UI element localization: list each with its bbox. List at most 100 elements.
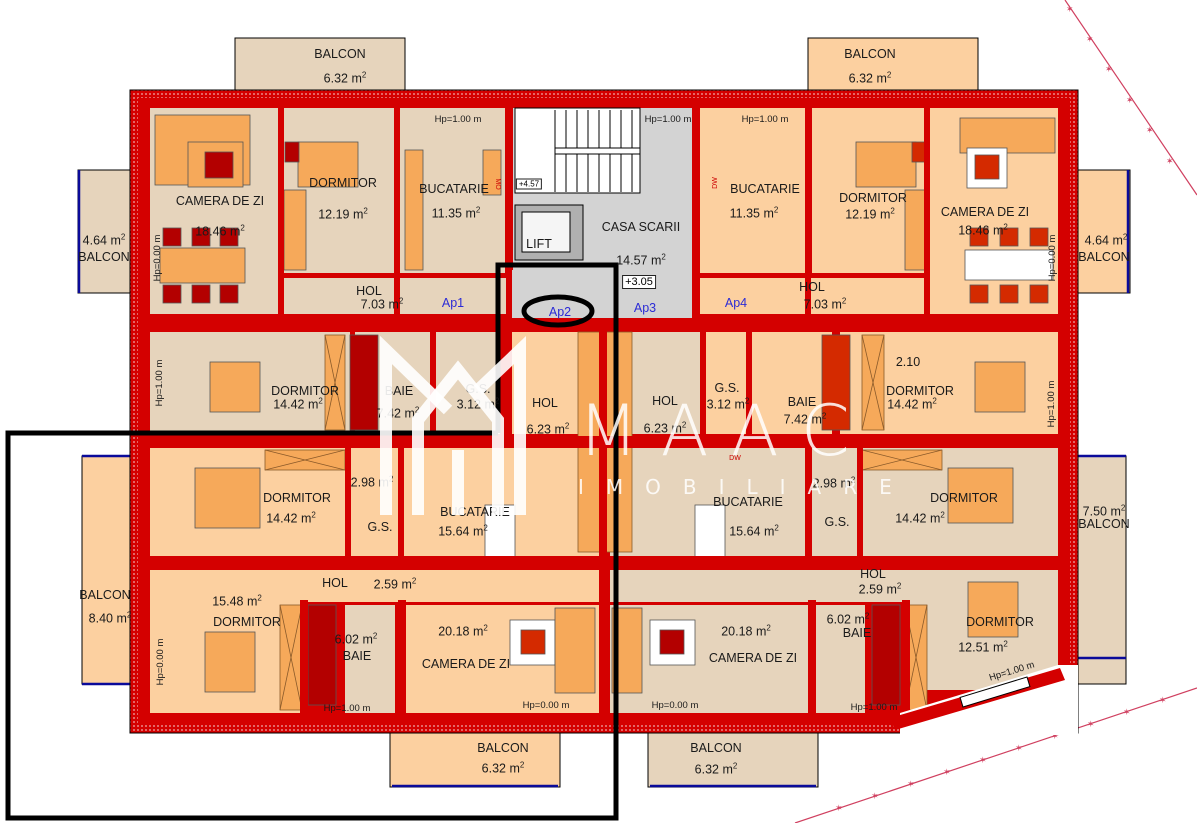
room-name: BUCATARIE xyxy=(730,182,800,196)
sill-height: Hp=0.00 m xyxy=(522,700,570,711)
room-name: BALCON xyxy=(79,588,131,602)
room-area: 14.42 m2 xyxy=(887,396,937,412)
room-area: 14.42 m2 xyxy=(895,510,945,526)
room-area: 2.98 m2 xyxy=(812,475,856,491)
svg-text:✶: ✶ xyxy=(1066,4,1074,14)
room-name: HOL xyxy=(799,280,825,294)
apartment-label-ap1[interactable]: Ap1 xyxy=(441,296,465,310)
sill-height: Hp=1.00 m xyxy=(434,114,482,125)
room-name: BAIE xyxy=(842,626,872,640)
dishwasher-tag: DW xyxy=(712,177,719,189)
room-area: 6.02 m2 xyxy=(826,611,870,627)
svg-text:✶: ✶ xyxy=(1159,695,1167,705)
room-name: G.S. xyxy=(824,515,850,529)
lift-label: LIFT xyxy=(526,237,552,251)
dimension-note: 2.10 xyxy=(895,355,921,369)
svg-text:✶: ✶ xyxy=(1087,719,1095,729)
room-name: BUCATARIE xyxy=(713,495,783,509)
sill-height: Hp=1.00 m xyxy=(850,702,898,713)
room-name: HOL xyxy=(860,567,886,581)
microwave-tag: MO xyxy=(494,178,501,190)
svg-text:✶: ✶ xyxy=(1105,64,1113,74)
room-area: 14.42 m2 xyxy=(266,510,316,526)
room-name: CAMERA DE ZI xyxy=(421,657,511,671)
room-name: HOL xyxy=(532,396,558,410)
room-name: DORMITOR xyxy=(271,384,339,398)
level-marker: +3.05 xyxy=(622,275,656,289)
sill-height: Hp=1.00 m xyxy=(644,114,692,125)
sill-height: Hp=1.00 m xyxy=(741,114,789,125)
room-area: 14.42 m2 xyxy=(273,396,323,412)
room-name: BALCON xyxy=(477,741,529,755)
room-area: 6.32 m2 xyxy=(481,760,525,776)
room-area: 12.19 m2 xyxy=(845,206,895,222)
room-area: 4.64 m2 xyxy=(82,232,126,248)
sill-height: Hp=0.00 m xyxy=(152,234,163,282)
sill-height: Hp=0.00 m xyxy=(155,638,166,686)
room-name: HOL xyxy=(356,284,382,298)
room-name: DORMITOR xyxy=(263,491,331,505)
room-area: 11.35 m2 xyxy=(729,205,779,221)
sill-height: Hp=1.00 m xyxy=(154,359,165,407)
svg-text:✶: ✶ xyxy=(1146,125,1154,135)
sill-height: Hp=1.00 m xyxy=(1046,380,1057,428)
sill-height: Hp=0.00 m xyxy=(651,700,699,711)
room-area: 6.23 m2 xyxy=(526,421,570,437)
room-area: 12.19 m2 xyxy=(318,206,368,222)
balconies xyxy=(77,37,1131,788)
room-name: BUCATARIE xyxy=(419,182,489,196)
room-area: 6.32 m2 xyxy=(848,70,892,86)
svg-text:✶: ✶ xyxy=(1166,156,1174,166)
room-area: 15.64 m2 xyxy=(438,523,488,539)
room-name: BALCON xyxy=(1078,250,1130,264)
room-name: DORMITOR xyxy=(966,615,1034,629)
room-area: 7.42 m2 xyxy=(783,411,827,427)
room-area: 20.18 m2 xyxy=(438,623,488,639)
room-area: 6.02 m2 xyxy=(334,631,378,647)
room-name: BAIE xyxy=(342,649,372,663)
room-name: BALCON xyxy=(314,47,366,61)
room-name: HOL xyxy=(652,394,678,408)
apartment-label-ap2[interactable]: Ap2 xyxy=(548,305,572,319)
watermark-logo-icon xyxy=(380,335,526,515)
room-name: DORMITOR xyxy=(886,384,954,398)
room-name: G.S. xyxy=(367,520,393,534)
svg-text:✶: ✶ xyxy=(871,791,879,801)
room-area: 6.23 m2 xyxy=(643,420,687,436)
room-area: 12.51 m2 xyxy=(958,639,1008,655)
apartment-label-ap3[interactable]: Ap3 xyxy=(633,301,657,315)
watermark-brand: M A A C xyxy=(578,390,850,472)
room-area: 7.03 m2 xyxy=(360,296,404,312)
ap2-highlight-outline xyxy=(5,262,619,821)
room-area: 2.59 m2 xyxy=(858,581,902,597)
apartment-label-ap4[interactable]: Ap4 xyxy=(724,296,748,310)
room-area: 7.50 m2 xyxy=(1082,503,1126,519)
watermark-subtitle: IMOBILIARE xyxy=(578,475,914,499)
svg-text:✶: ✶ xyxy=(1015,743,1023,753)
svg-text:✶: ✶ xyxy=(1123,707,1131,717)
room-name: DORMITOR xyxy=(309,176,377,190)
property-line xyxy=(794,0,1197,823)
level-marker: +4.57 xyxy=(515,178,543,190)
room-name: DORMITOR xyxy=(213,615,281,629)
room-name: CAMERA DE ZI xyxy=(175,194,265,208)
interior-walls xyxy=(138,100,1058,720)
svg-text:✶: ✶ xyxy=(835,803,843,813)
room-name: CAMERA DE ZI xyxy=(708,651,798,665)
svg-text:✶: ✶ xyxy=(979,755,987,765)
svg-text:✶: ✶ xyxy=(1051,731,1059,741)
svg-text:✶: ✶ xyxy=(1126,95,1134,105)
dishwasher-tag: DW xyxy=(729,455,741,462)
sill-height: Hp=0.00 m xyxy=(1047,234,1058,282)
room-name: BALCON xyxy=(1078,517,1130,531)
room-area: 14.57 m2 xyxy=(616,252,666,268)
room-name: CAMERA DE ZI xyxy=(940,205,1030,219)
room-name: DORMITOR xyxy=(839,191,907,205)
room-name: BAIE xyxy=(787,395,817,409)
room-name: BALCON xyxy=(690,741,742,755)
room-name: G.S. xyxy=(714,381,740,395)
room-name: CASA SCARII xyxy=(601,220,681,234)
room-area: 11.35 m2 xyxy=(431,205,481,221)
room-area: 15.48 m2 xyxy=(212,593,262,609)
